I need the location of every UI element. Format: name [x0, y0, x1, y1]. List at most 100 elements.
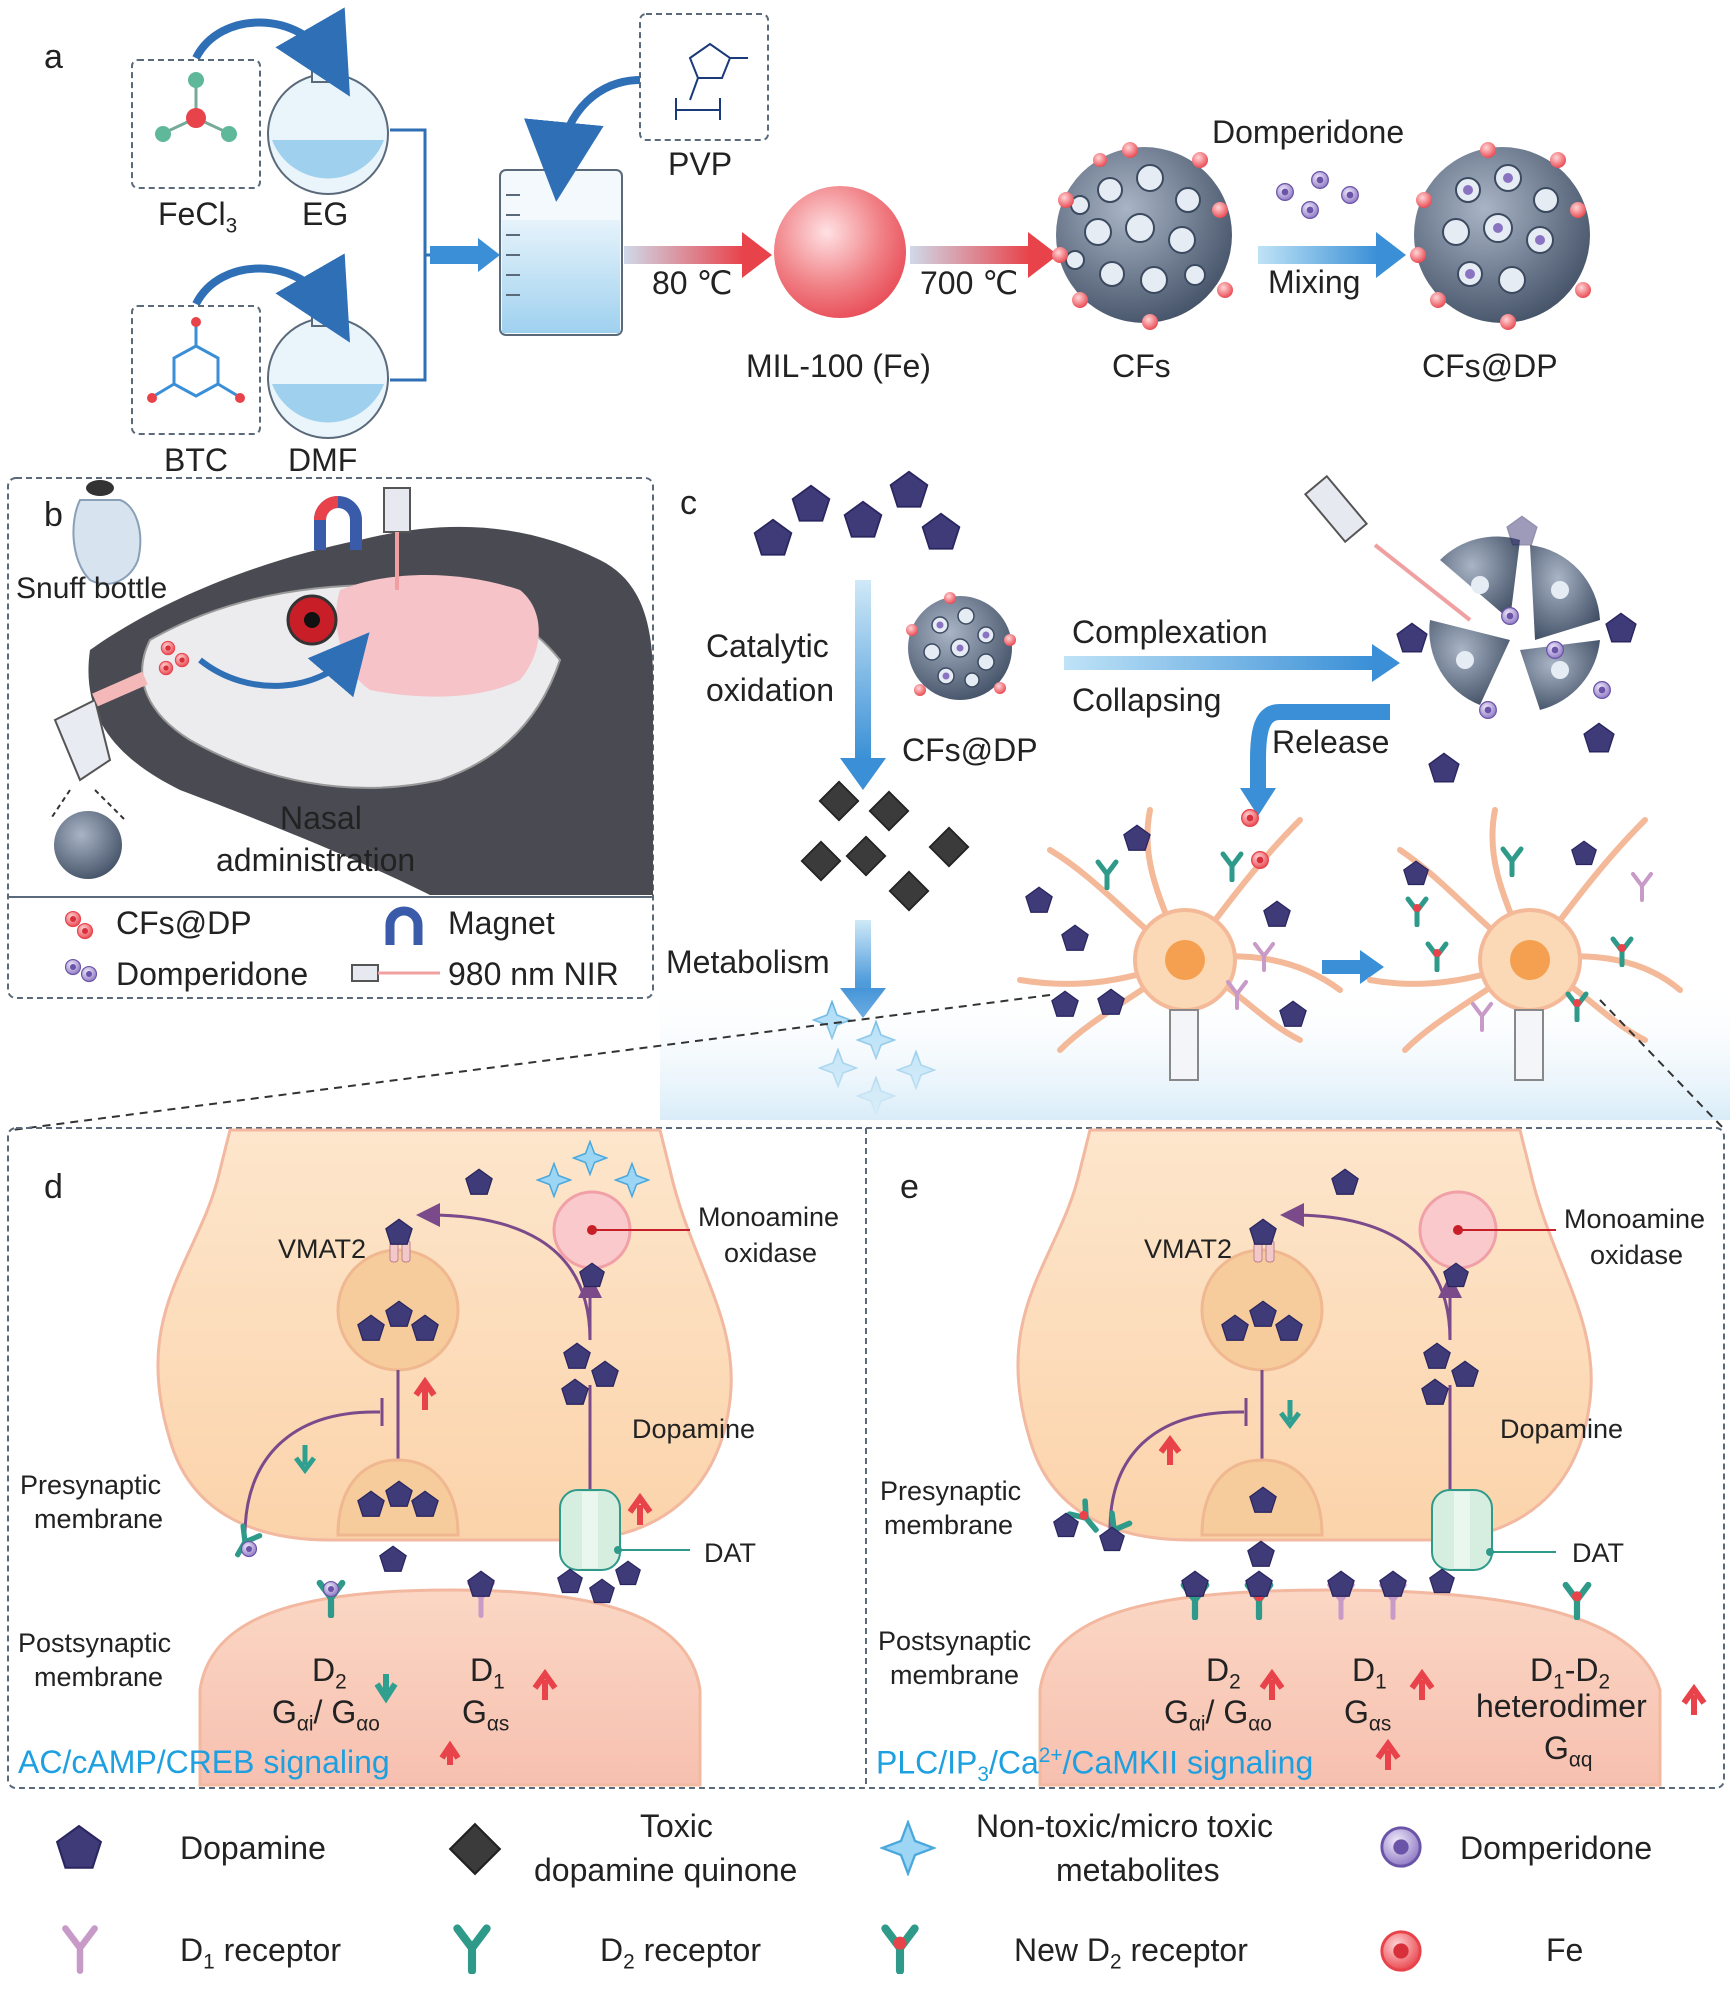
label-vmat2-e: VMAT2 — [1144, 1234, 1233, 1264]
fecl3-structure-box — [131, 59, 261, 189]
nasal-spray-icon — [49, 671, 148, 879]
label-pvp: PVP — [668, 146, 733, 182]
label-administration: administration — [216, 842, 416, 878]
magnet-icon — [314, 496, 362, 550]
legend-metabolite-icon — [881, 1821, 935, 1875]
panel-d — [156, 1128, 733, 1787]
label-nasal: Nasal — [280, 800, 362, 836]
eg-flask-icon — [267, 59, 389, 195]
label-cfs: CFs — [1112, 348, 1171, 384]
mil-100-fe-sphere — [774, 186, 906, 318]
label-d1-e: D1 — [1352, 1652, 1387, 1694]
label-dmf: DMF — [288, 442, 358, 478]
heating-arrow-1 — [624, 246, 744, 264]
legend-new-d2-receptor-icon — [885, 1929, 914, 1971]
metabolism-arrow — [855, 920, 871, 992]
label-dopamine-e: Dopamine — [1500, 1414, 1624, 1444]
domperidone-particles — [1276, 171, 1359, 219]
neuron-transition-arrow — [1322, 960, 1362, 974]
panel-letter-a: a — [44, 38, 63, 76]
cfs-sphere — [1052, 142, 1233, 330]
legend-toxic-2: dopamine quinone — [534, 1852, 798, 1888]
label-gas-e: Gαs — [1344, 1694, 1392, 1736]
legend-d2-receptor: D2 receptor — [600, 1932, 761, 1974]
panel-b-legend-icons — [64, 906, 440, 983]
quinone-cluster — [800, 780, 970, 912]
label-signaling-e: PLC/IP3/Ca2+/CaMKII signaling — [876, 1744, 1314, 1787]
legend-new-d2-receptor: New D2 receptor — [1014, 1932, 1248, 1974]
label-temp-700: 700 ℃ — [920, 265, 1019, 301]
beaker-icon — [499, 169, 623, 336]
label-dat-e: DAT — [1572, 1538, 1624, 1568]
postsynaptic-region-d — [198, 1588, 702, 1787]
label-oxidation: oxidation — [706, 672, 835, 708]
label-d1-d: D1 — [470, 1652, 505, 1694]
legend-b-magnet: Magnet — [448, 905, 555, 941]
heating-arrow-2 — [910, 246, 1030, 264]
label-postsyn-membrane-d: membrane — [34, 1662, 164, 1692]
cfsdp-small-sphere — [906, 592, 1016, 700]
label-temp-80: 80 ℃ — [652, 265, 733, 301]
legend-dopamine-icon — [56, 1825, 102, 1869]
label-presyn-membrane-e: membrane — [884, 1510, 1014, 1540]
rat-brain — [336, 575, 539, 697]
label-catalytic: Catalytic — [706, 628, 829, 664]
legend-d2-receptor-icon — [457, 1929, 486, 1971]
pvp-to-beaker-arrow — [524, 76, 641, 202]
legend-d1-receptor: D1 receptor — [180, 1932, 341, 1974]
label-postsyn-membrane-e: membrane — [890, 1660, 1020, 1690]
label-btc: BTC — [164, 442, 228, 478]
panel-a — [131, 7, 1591, 439]
legend-b-domperidone: Domperidone — [116, 956, 309, 992]
panel-letter-b: b — [44, 496, 63, 534]
nasal-route-arrow — [198, 632, 370, 698]
postsynaptic-region-e — [1038, 1588, 1662, 1787]
zoom-line-right — [1599, 999, 1726, 1131]
label-gas-d: Gαs — [462, 1694, 510, 1736]
cfsdp-sphere — [1410, 142, 1591, 330]
label-mao-e-1: Monoamine — [1564, 1204, 1706, 1234]
label-mao-d-2: oxidase — [724, 1238, 818, 1268]
legend-domperidone: Domperidone — [1460, 1830, 1653, 1866]
panel-letter-d: d — [44, 1168, 63, 1206]
label-dopamine-d: Dopamine — [632, 1414, 756, 1444]
label-postsynaptic-e: Postsynaptic — [878, 1626, 1032, 1656]
panel-e — [1016, 1128, 1707, 1787]
label-fecl3: FeCl3 — [158, 196, 238, 238]
legend-nontoxic-2: metabolites — [1056, 1852, 1220, 1888]
panel-c — [660, 470, 1730, 1120]
legend-fe: Fe — [1546, 1932, 1584, 1968]
label-signaling-d: AC/cAMP/CREB signaling — [18, 1744, 390, 1780]
panel-letter-e: e — [900, 1168, 919, 1206]
label-presyn-membrane-d: membrane — [34, 1504, 164, 1534]
fecl3-to-eg-arrow — [192, 7, 351, 97]
legend-quinone-icon — [449, 1823, 501, 1875]
label-heterodimer: heterodimer — [1476, 1688, 1647, 1724]
label-cfsdp-a: CFs@DP — [1422, 348, 1558, 384]
dmf-flask-icon — [267, 303, 389, 439]
zoom-line-left — [11, 994, 1051, 1131]
legend-b-cfsdp: CFs@DP — [116, 905, 252, 941]
legend-toxic-1: Toxic — [640, 1808, 713, 1844]
label-mao-d-1: Monoamine — [698, 1202, 840, 1232]
btc-structure-box — [131, 305, 261, 435]
label-snuff-bottle: Snuff bottle — [16, 572, 168, 605]
label-dat-d: DAT — [704, 1538, 756, 1568]
snuff-bottle-icon — [72, 480, 142, 585]
label-d1-d2-e: D1-D2 — [1530, 1652, 1611, 1694]
panel-letter-c: c — [680, 484, 697, 522]
label-gaq-e: Gαq — [1544, 1730, 1593, 1772]
complexation-arrow — [1064, 656, 1374, 670]
label-postsynaptic-d: Postsynaptic — [18, 1628, 172, 1658]
btc-to-dmf-arrow — [192, 253, 351, 343]
mixing-arrow — [1258, 246, 1378, 264]
dat-transporter-e — [1431, 1489, 1556, 1571]
label-mil-100-fe: MIL-100 (Fe) — [746, 348, 931, 384]
label-complexation: Complexation — [1072, 614, 1268, 650]
label-mixing: Mixing — [1268, 264, 1361, 300]
catalytic-oxidation-arrow — [855, 580, 871, 760]
collapsed-sphere — [1303, 474, 1637, 783]
fecl3-molecule-icon — [155, 72, 237, 142]
release-arrow — [1250, 704, 1390, 790]
